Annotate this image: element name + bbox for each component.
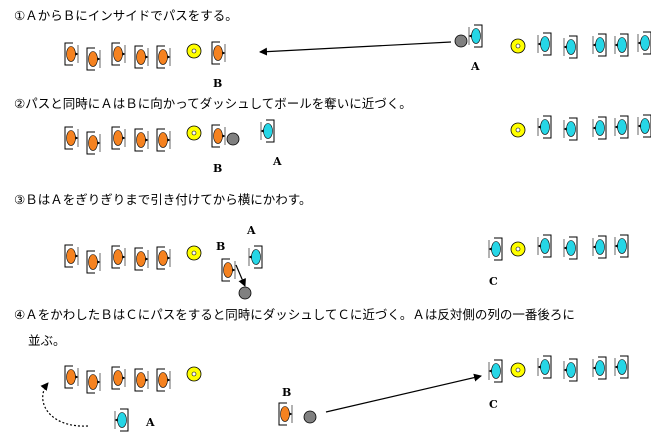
label-b-step3: B (216, 240, 225, 253)
cone-left-step3 (186, 245, 202, 261)
cyan-player (614, 355, 629, 379)
orange-player (86, 131, 101, 155)
orange-player (111, 245, 126, 269)
orange-player (86, 250, 101, 274)
step-4-caption-cont: 並ぶ。 (28, 333, 66, 348)
pass-arrow-a-to-b (259, 41, 452, 56)
cyan-player-a (468, 24, 483, 48)
sidestep-arrow-b (235, 264, 246, 287)
label-b-step1: B (213, 77, 222, 90)
step-1-caption: ①ＡからＢにインサイドでパスをする。 (14, 8, 238, 23)
cyan-player (592, 116, 607, 140)
cyan-player (637, 31, 651, 55)
orange-player (211, 41, 226, 65)
cyan-player (537, 32, 552, 56)
orange-player (64, 365, 79, 389)
cyan-player-a (114, 408, 129, 432)
cone-left-step1 (186, 43, 202, 59)
orange-player (156, 45, 171, 69)
cyan-player (563, 236, 578, 260)
cone-left-step4 (186, 366, 202, 382)
orange-player (134, 368, 149, 392)
cyan-player (563, 35, 578, 59)
orange-player-b (278, 402, 293, 426)
cyan-player (537, 355, 552, 379)
cyan-player-c (488, 237, 503, 261)
cyan-player (614, 115, 629, 139)
step-3-caption: ③ＢはＡをぎりぎりまで引き付けてから横にかわす。 (14, 192, 312, 207)
orange-player (86, 47, 101, 71)
orange-player (156, 128, 171, 152)
orange-player (134, 128, 149, 152)
cone-left-step2 (186, 125, 202, 141)
orange-player (156, 246, 171, 270)
cyan-player (592, 33, 607, 57)
ball-step4 (303, 410, 317, 424)
cyan-player-a (260, 119, 275, 143)
label-c-step4: C (489, 398, 498, 411)
ball-step2 (226, 132, 240, 146)
label-a-step3: A (246, 224, 256, 237)
orange-player (64, 42, 79, 66)
return-path-arrow-a (40, 382, 89, 427)
orange-player (86, 370, 101, 394)
label-a-step2: A (272, 155, 282, 168)
step-2-caption: ②パスと同時にＡはＢに向かってダッシュしてボールを奪いに近づく。 (14, 96, 412, 111)
cyan-player-a (248, 245, 263, 269)
label-a-step4: A (145, 416, 155, 429)
label-b-step2: B (213, 162, 222, 175)
cyan-player (592, 356, 607, 380)
orange-player (111, 42, 126, 66)
cyan-player (537, 234, 552, 258)
cyan-player (614, 234, 629, 258)
cyan-player (592, 235, 607, 259)
cone-right-step1 (510, 38, 526, 54)
cone-right-step3 (510, 241, 526, 257)
step-4-caption: ④ＡをかわしたＢはＣにパスをすると同時にダッシュしてＣに近づく。Ａは反対側の列の… (14, 307, 575, 322)
orange-player (111, 126, 126, 150)
orange-player (111, 366, 126, 390)
cyan-player (637, 114, 651, 138)
orange-player (156, 368, 171, 392)
label-b-step4: B (282, 386, 291, 399)
label-a-step1: A (470, 60, 480, 73)
ball-step1 (454, 34, 468, 48)
cyan-player (563, 358, 578, 382)
cyan-player-c (488, 359, 503, 383)
cyan-player (537, 115, 552, 139)
cyan-player (614, 33, 629, 57)
orange-player (134, 247, 149, 271)
orange-player (221, 258, 236, 282)
pass-arrow-b-to-c (325, 373, 482, 413)
orange-player (64, 244, 79, 268)
cone-right-step4 (510, 362, 526, 378)
orange-player (211, 124, 226, 148)
ball-step3 (238, 286, 252, 300)
orange-player (64, 126, 79, 150)
cone-right-step2 (510, 122, 526, 138)
orange-player (134, 45, 149, 69)
cyan-player (563, 117, 578, 141)
label-c-step3: C (489, 275, 498, 288)
